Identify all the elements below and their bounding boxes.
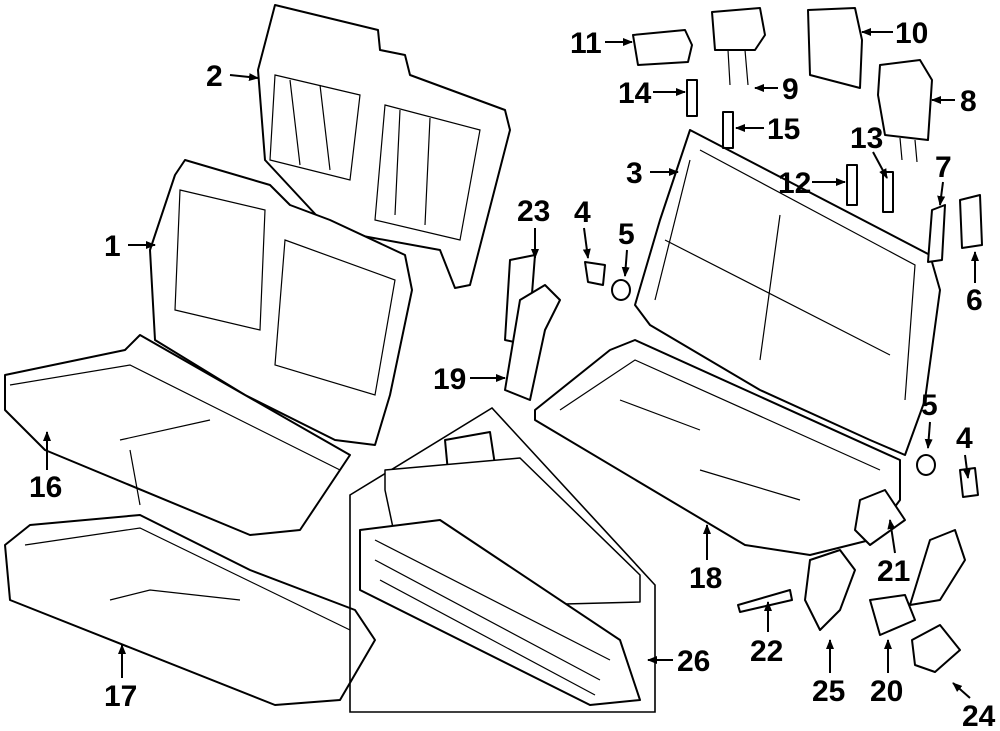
seat-cushion-part (4, 334, 351, 536)
headrest-11 (632, 29, 693, 66)
bracket-24 (911, 624, 961, 673)
callout-7: 7 (935, 151, 952, 184)
callout-2: 2 (206, 60, 223, 93)
headrest-9 (711, 7, 766, 51)
callout-11: 11 (570, 27, 602, 60)
bracket-20 (869, 594, 916, 636)
callout-26: 26 (677, 645, 710, 678)
headrest-parts (632, 7, 933, 163)
washer-5b (916, 454, 936, 476)
callout-10: 10 (895, 17, 928, 50)
callout-19: 19 (433, 363, 466, 396)
bracket-21 (854, 489, 906, 546)
callout-arrows (43, 28, 979, 699)
callout-15: 15 (767, 113, 800, 146)
seat-back-cushion-part (149, 159, 413, 446)
callout-labels: 1 2 3 4 5 6 7 8 9 10 11 12 13 14 15 16 1… (29, 17, 996, 731)
callout-23: 23 (517, 195, 550, 228)
bracket-parts (504, 194, 983, 673)
headrest-10 (807, 7, 863, 89)
bolt-4 (584, 261, 606, 286)
callout-24: 24 (962, 700, 996, 731)
bracket-6 (959, 194, 983, 249)
bracket-20b (909, 529, 966, 606)
rear-seat-frame-part (634, 129, 941, 456)
cushion-pan-part (534, 339, 901, 556)
callout-17: 17 (104, 680, 137, 713)
callout-4: 4 (574, 196, 591, 229)
callout-22: 22 (750, 635, 783, 668)
strip-22 (737, 589, 793, 613)
callout-5: 5 (618, 218, 635, 251)
callout-4-right: 4 (956, 422, 973, 455)
callout-13: 13 (850, 122, 883, 155)
callout-21: 21 (877, 555, 910, 588)
callout-18: 18 (689, 562, 722, 595)
bracket-7 (927, 204, 946, 263)
callout-16: 16 (29, 471, 62, 504)
seat-cushion-frame-part (4, 514, 376, 706)
callout-5-right: 5 (921, 389, 938, 422)
callout-25: 25 (812, 675, 845, 708)
storage-bin-assembly-part (349, 406, 656, 713)
callout-9: 9 (782, 73, 799, 106)
callout-20: 20 (870, 675, 903, 708)
callout-12: 12 (778, 167, 811, 200)
headrest-8 (877, 59, 933, 141)
callout-1: 1 (104, 230, 121, 263)
callout-8: 8 (960, 85, 977, 118)
callout-3: 3 (626, 157, 643, 190)
headrest-guides (686, 79, 894, 213)
washer-5 (611, 279, 631, 301)
callout-6: 6 (966, 284, 983, 317)
hinge-19 (504, 284, 561, 401)
bolt-4b (959, 467, 979, 498)
bracket-25 (804, 549, 856, 631)
callout-14: 14 (618, 77, 652, 110)
